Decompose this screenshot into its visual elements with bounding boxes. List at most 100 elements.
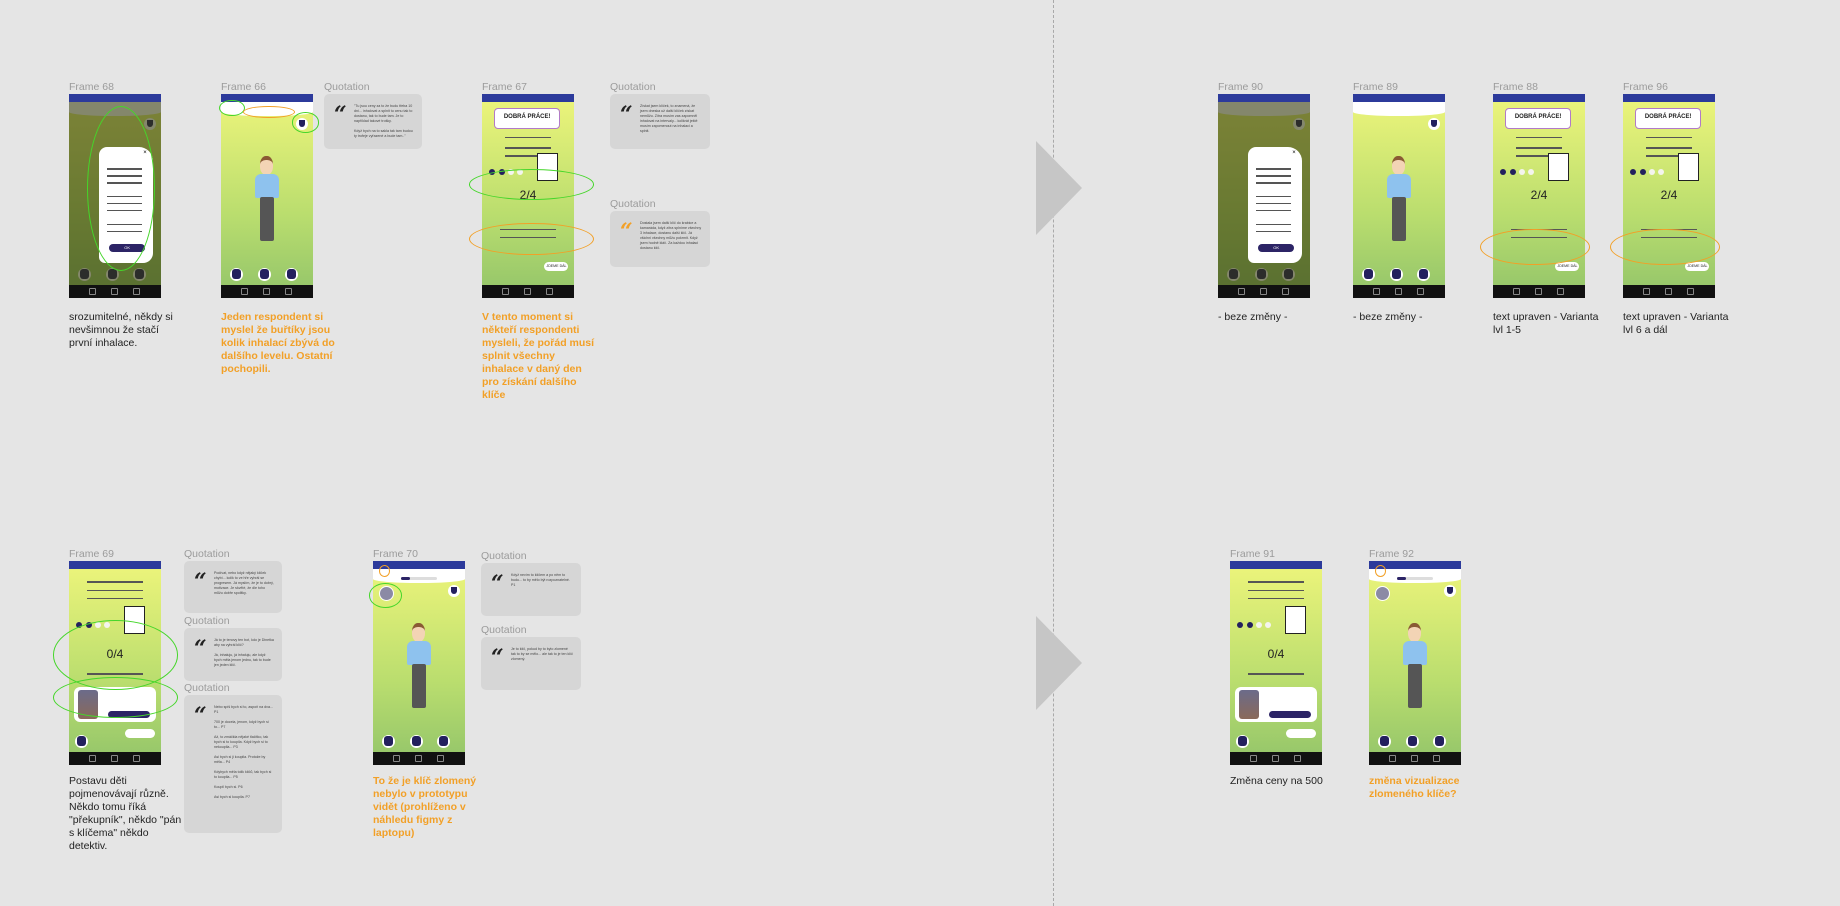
back-nav-button[interactable]: [1417, 288, 1425, 295]
home-button[interactable]: [111, 288, 119, 295]
home-button[interactable]: [415, 755, 423, 762]
monster-button[interactable]: [285, 268, 299, 281]
recents-button[interactable]: [393, 755, 401, 762]
quotation-text: Podívat, nebo když nějaký klíček chybí..…: [214, 571, 275, 595]
quotation-label[interactable]: Quotation: [481, 624, 527, 636]
text-line: [1646, 147, 1692, 149]
frame-label[interactable]: Frame 91: [1230, 548, 1275, 560]
quotation-label[interactable]: Quotation: [610, 198, 656, 210]
bag-button[interactable]: [1362, 268, 1376, 281]
monster-button[interactable]: [1433, 735, 1447, 748]
back-nav-button[interactable]: [1557, 288, 1565, 295]
character-shirt: [1403, 641, 1427, 665]
annotation-ellipse-green: [469, 169, 595, 201]
quotation-card[interactable]: “Získat jsem klíček, to znamená, že jsem…: [610, 94, 710, 149]
frame-label[interactable]: Frame 68: [69, 81, 114, 93]
next-button[interactable]: JDEME DÁL: [544, 262, 569, 272]
home-button[interactable]: [1260, 288, 1268, 295]
trophy-button[interactable]: [1428, 118, 1440, 130]
back-nav-button[interactable]: [133, 288, 141, 295]
quotation-label[interactable]: Quotation: [184, 615, 230, 627]
back-button[interactable]: [125, 729, 156, 739]
back-nav-button[interactable]: [133, 755, 141, 762]
home-button[interactable]: [1535, 288, 1543, 295]
phone-frame-frame-91[interactable]: 0/4: [1230, 561, 1322, 765]
bag-button[interactable]: [74, 735, 88, 748]
annotation-ellipse-orange: [1374, 565, 1386, 578]
recents-button[interactable]: [502, 288, 510, 295]
back-nav-button[interactable]: [285, 288, 293, 295]
bag-button[interactable]: [382, 735, 396, 748]
trophy-button[interactable]: [448, 585, 460, 597]
quotation-label[interactable]: Quotation: [184, 682, 230, 694]
quotation-card[interactable]: “Když nevím to klíčem a po něm to budu..…: [481, 563, 581, 616]
book-icon: [411, 736, 421, 746]
next-button[interactable]: JDEME DÁL: [1555, 262, 1580, 272]
bag-button[interactable]: [230, 268, 244, 281]
quotation-label[interactable]: Quotation: [610, 81, 656, 93]
recents-button[interactable]: [1250, 755, 1258, 762]
recents-button[interactable]: [1643, 288, 1651, 295]
recents-button[interactable]: [1238, 288, 1246, 295]
recents-button[interactable]: [241, 288, 249, 295]
back-nav-button[interactable]: [1282, 288, 1290, 295]
recents-button[interactable]: [1389, 755, 1397, 762]
back-nav-button[interactable]: [1687, 288, 1695, 295]
quotation-card[interactable]: “Podívat, nebo když nějaký klíček chybí.…: [184, 561, 282, 613]
frame-label[interactable]: Frame 67: [482, 81, 527, 93]
back-button[interactable]: [1286, 729, 1317, 739]
frame-label[interactable]: Frame 96: [1623, 81, 1668, 93]
phone-frame-frame-92[interactable]: [1369, 561, 1461, 765]
back-nav-button[interactable]: [437, 755, 445, 762]
key-icon: [1500, 169, 1507, 176]
bag-button[interactable]: [1235, 735, 1249, 748]
ok-button[interactable]: OK: [1257, 243, 1295, 252]
frame-label[interactable]: Frame 89: [1353, 81, 1398, 93]
home-button[interactable]: [1411, 755, 1419, 762]
home-button[interactable]: [1665, 288, 1673, 295]
frame-label[interactable]: Frame 92: [1369, 548, 1414, 560]
quotation-card[interactable]: “Nebo spíš bych si to, aspoň na dva... P…: [184, 695, 282, 833]
recents-button[interactable]: [89, 288, 97, 295]
frame-label[interactable]: Frame 66: [221, 81, 266, 93]
frame-label[interactable]: Frame 69: [69, 548, 114, 560]
phone-frame-frame-90[interactable]: × OK: [1218, 94, 1310, 298]
book-button[interactable]: [409, 735, 423, 748]
recents-button[interactable]: [1513, 288, 1521, 295]
back-nav-button[interactable]: [546, 288, 554, 295]
frame-label[interactable]: Frame 88: [1493, 81, 1538, 93]
home-button[interactable]: [263, 288, 271, 295]
frame-label[interactable]: Frame 90: [1218, 81, 1263, 93]
home-button[interactable]: [524, 288, 532, 295]
home-button[interactable]: [1395, 288, 1403, 295]
quotation-card[interactable]: “Dostala jsem další klíč do krabice a ka…: [610, 211, 710, 267]
recents-button[interactable]: [89, 755, 97, 762]
bag-button[interactable]: [1378, 735, 1392, 748]
character-head: [1392, 156, 1405, 175]
quotation-label[interactable]: Quotation: [481, 550, 527, 562]
trophy-button[interactable]: [1444, 585, 1456, 597]
book-button[interactable]: [257, 268, 271, 281]
dealer-avatar[interactable]: [1375, 586, 1390, 601]
home-button[interactable]: [111, 755, 119, 762]
next-button[interactable]: JDEME DÁL: [1685, 262, 1710, 272]
quotation-label[interactable]: Quotation: [184, 548, 230, 560]
quotation-card[interactable]: “Je to klíč, pokud by to bylo zlomené ta…: [481, 637, 581, 690]
close-icon[interactable]: ×: [1292, 150, 1296, 157]
book-button[interactable]: [1389, 268, 1403, 281]
frame-label[interactable]: Frame 70: [373, 548, 418, 560]
book-button[interactable]: [1405, 735, 1419, 748]
monster-button[interactable]: [1417, 268, 1431, 281]
quotation-card[interactable]: “"Tu jsou ceny za to že budu třeba 10 dn…: [324, 94, 422, 149]
home-button[interactable]: [1272, 755, 1280, 762]
quotation-card[interactable]: “Já to je tenovy ten bot, kdo je Dinetka…: [184, 628, 282, 681]
back-nav-button[interactable]: [1433, 755, 1441, 762]
back-nav-button[interactable]: [1294, 755, 1302, 762]
recents-button[interactable]: [1373, 288, 1381, 295]
monster-button[interactable]: [437, 735, 451, 748]
quotation-label[interactable]: Quotation: [324, 81, 370, 93]
phone-frame-frame-89[interactable]: [1353, 94, 1445, 298]
dealer-buy-button[interactable]: [1269, 710, 1311, 718]
